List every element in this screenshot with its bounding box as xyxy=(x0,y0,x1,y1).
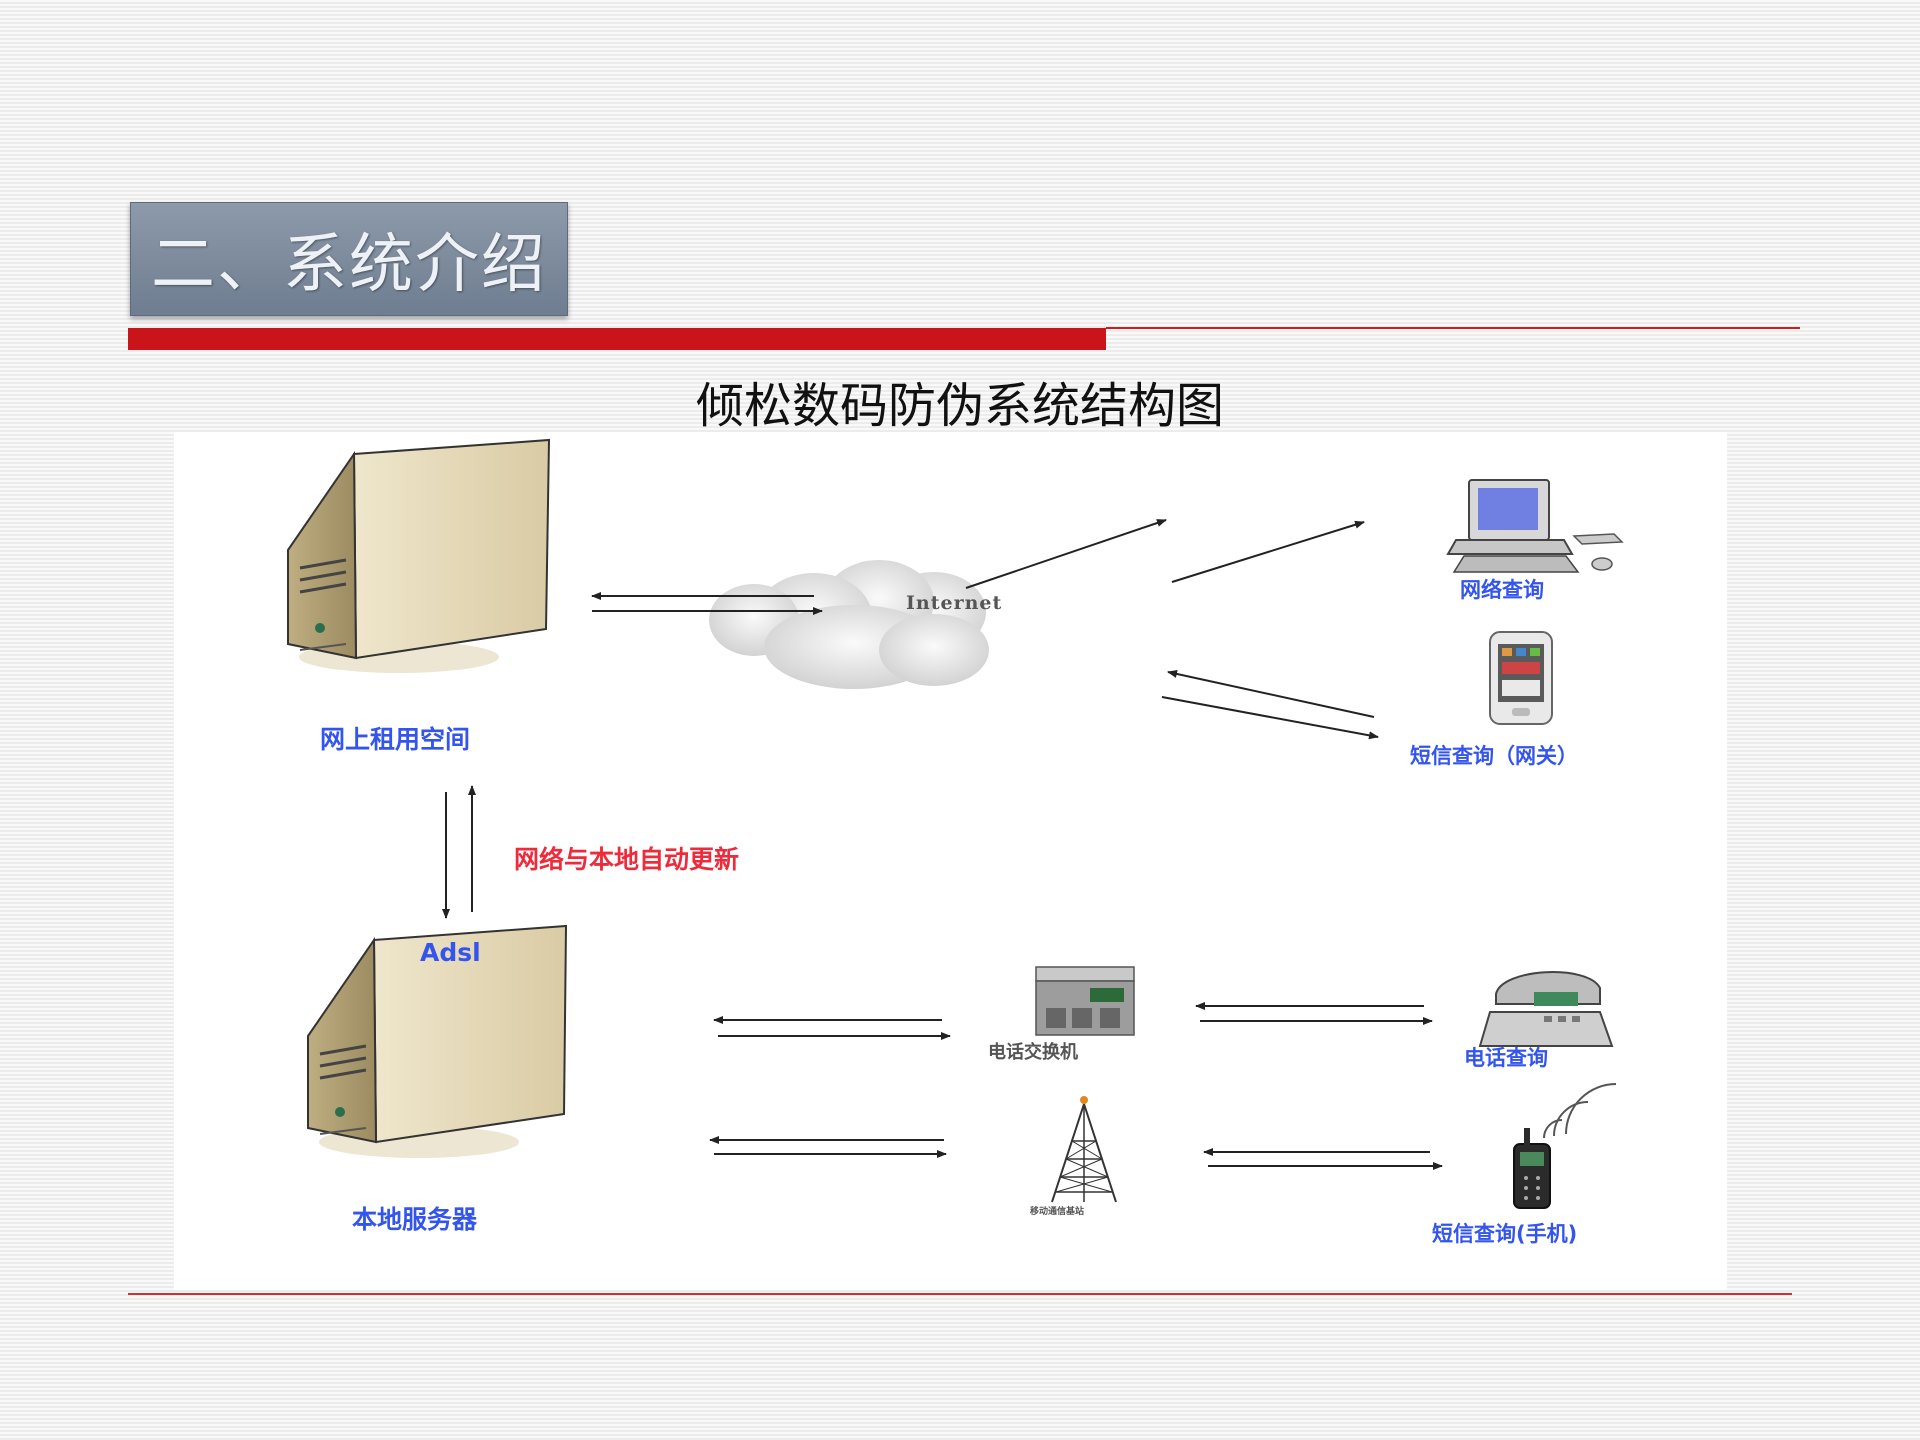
phone-query-label: 电话查询 xyxy=(1464,1046,1548,1070)
mobile-phone-icon xyxy=(1513,1083,1617,1209)
smartphone-icon xyxy=(1489,631,1553,725)
computer-icon xyxy=(1446,479,1624,573)
title-underline-bar xyxy=(128,328,1106,350)
architecture-diagram: Internet 网上租用空间 网络查询 短信查询（网关） 网络与本地自动更新 … xyxy=(174,432,1727,1290)
internet-computer-arrows xyxy=(965,519,1365,589)
web-query-label: 网络查询 xyxy=(1460,578,1544,602)
local-server-label: 本地服务器 xyxy=(352,1205,478,1234)
station-mobile-arrows xyxy=(1203,1148,1443,1170)
internet-label: Internet xyxy=(906,592,1003,614)
internet-cloud-icon xyxy=(709,560,989,689)
base-station-label: 移动通信基站 xyxy=(1030,1207,1085,1217)
footer-line xyxy=(128,1293,1792,1295)
online-server-icon xyxy=(287,438,551,673)
section-header: 二、系统介绍 xyxy=(130,202,568,316)
diagram-title: 倾松数码防伪系统结构图 xyxy=(695,378,1224,434)
switch-telephone-arrows xyxy=(1195,1002,1433,1025)
server-internet-arrows xyxy=(591,592,823,615)
telephone-icon xyxy=(1478,971,1614,1047)
phone-switch-icon xyxy=(1035,966,1135,1036)
section-title: 二、系统介绍 xyxy=(151,228,547,302)
title-underline-line xyxy=(1106,327,1800,329)
auto-update-label: 网络与本地自动更新 xyxy=(514,845,740,874)
local-server-icon xyxy=(307,924,568,1158)
base-station-tower-icon xyxy=(1051,1096,1117,1203)
server-station-arrows xyxy=(709,1136,947,1158)
auto-update-arrows xyxy=(442,785,476,919)
diagram-canvas xyxy=(287,438,1624,1209)
sms-phone-query-label: 短信查询(手机) xyxy=(1432,1222,1578,1246)
adsl-label: Adsl xyxy=(420,938,481,967)
sms-gateway-query-label: 短信查询（网关） xyxy=(1410,744,1578,768)
online-space-label: 网上租用空间 xyxy=(320,725,471,754)
phone-switch-label: 电话交换机 xyxy=(988,1042,1078,1063)
server-switch-arrows xyxy=(713,1016,951,1040)
internet-smartphone-arrows xyxy=(1161,670,1379,740)
